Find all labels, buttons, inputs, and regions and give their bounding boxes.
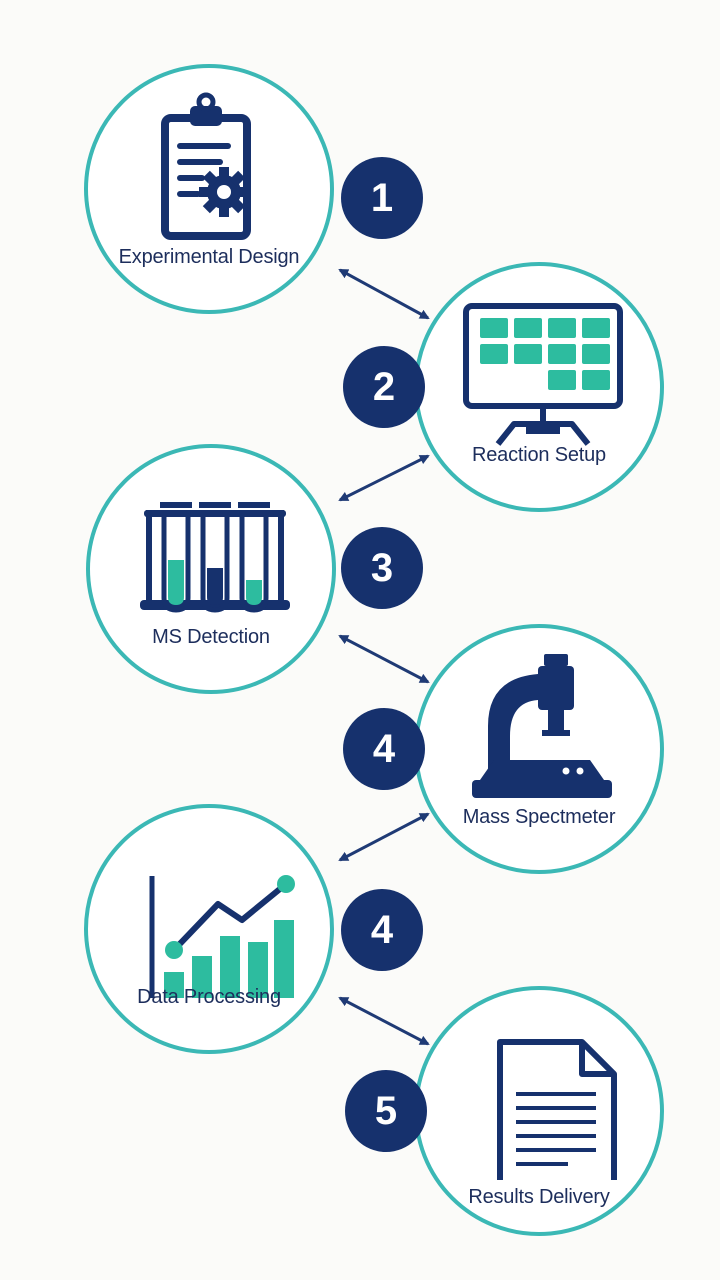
step-label: Results Delivery	[468, 1186, 610, 1208]
monitor-grid-icon	[463, 303, 623, 446]
step-label: Mass Spectmeter	[462, 806, 616, 828]
step-reaction-setup: Reaction Setup	[414, 262, 664, 512]
step-label: Reaction Setup	[472, 444, 606, 466]
step-number-badge: 2	[343, 346, 425, 428]
step-number-badge: 1	[341, 157, 423, 239]
connector-arrow-4-5	[338, 812, 430, 862]
connector-arrow-1-2	[338, 268, 430, 320]
clipboard-gear-icon	[161, 92, 251, 240]
step-label: MS Detection	[152, 626, 270, 648]
bar-chart-icon	[149, 875, 295, 998]
step-ms-detection: MS Detection	[86, 444, 336, 694]
step-experimental-design: Experimental Design	[84, 64, 334, 314]
document-icon	[497, 1039, 617, 1180]
connector-arrow-3-4	[338, 634, 430, 684]
microscope-icon	[472, 654, 612, 798]
connector-arrow-5-6	[338, 996, 430, 1046]
step-number-badge: 5	[345, 1070, 427, 1152]
step-number-badge: 3	[341, 527, 423, 609]
test-tubes-icon	[140, 502, 290, 613]
step-results-delivery: Results Delivery	[414, 986, 664, 1236]
step-number-badge: 4	[343, 708, 425, 790]
step-mass-spectmeter: Mass Spectmeter	[414, 624, 664, 874]
step-label: Experimental Design	[118, 246, 300, 268]
connector-arrow-2-3	[338, 454, 430, 502]
step-label: Data Processing	[137, 986, 281, 1008]
step-number-badge: 4	[341, 889, 423, 971]
step-data-processing: Data Processing	[84, 804, 334, 1054]
